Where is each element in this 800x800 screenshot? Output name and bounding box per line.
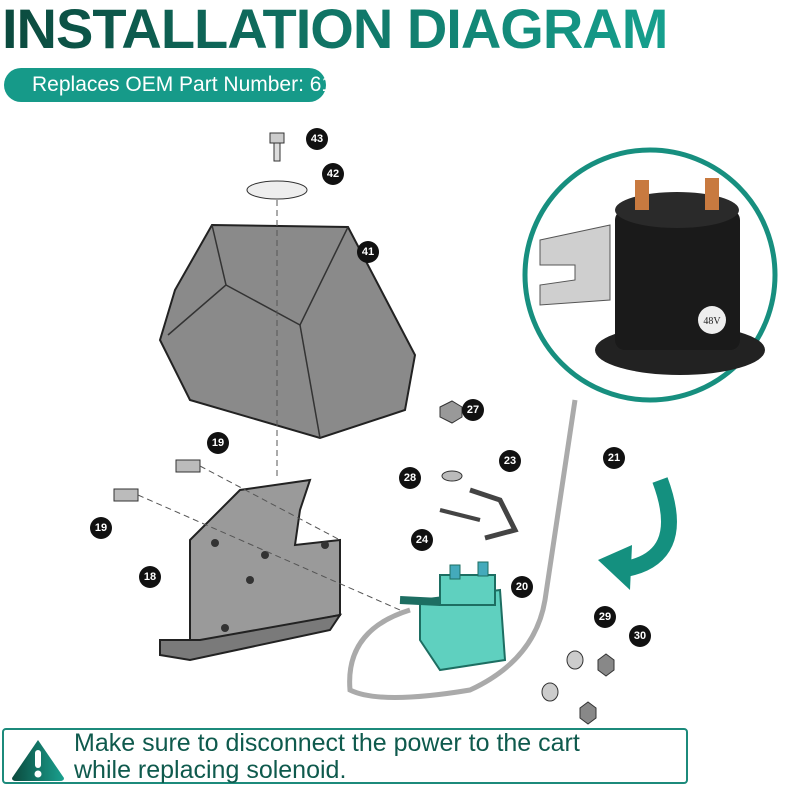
svg-text:21: 21 xyxy=(608,452,620,464)
bolt-19-lower xyxy=(113,488,139,502)
warning-line-1: Make sure to disconnect the power to the… xyxy=(74,729,580,757)
voltage-label: 48V xyxy=(703,316,721,327)
callout-21: 21 xyxy=(603,447,625,469)
washer-42 xyxy=(246,180,308,200)
warning-triangle-icon xyxy=(12,740,64,781)
jumper-wire-23 xyxy=(469,487,519,541)
oem-part-badge: Replaces OEM Part Number: 612711 xyxy=(4,68,378,102)
callout-41: 41 xyxy=(357,241,379,263)
warning-line-2: while replacing solenoid. xyxy=(74,756,347,784)
svg-text:29: 29 xyxy=(599,611,611,623)
solenoid-inset: 48V xyxy=(522,147,778,403)
svg-text:42: 42 xyxy=(327,168,339,180)
direction-arrow xyxy=(618,477,677,578)
terminal-24 xyxy=(439,508,481,522)
warning-text: Make sure to disconnect the power to the… xyxy=(74,730,580,784)
callout-19a: 19 xyxy=(207,432,229,454)
callout-20: 20 xyxy=(511,576,533,598)
bolt-19-upper xyxy=(175,459,201,473)
svg-text:19: 19 xyxy=(95,522,107,534)
svg-text:23: 23 xyxy=(504,455,516,467)
svg-text:28: 28 xyxy=(404,472,416,484)
screw-43 xyxy=(269,132,285,144)
page-title: INSTALLATION DIAGRAM xyxy=(2,0,668,61)
svg-text:18: 18 xyxy=(144,571,156,583)
callout-28: 28 xyxy=(399,467,421,489)
cable-21 xyxy=(347,399,578,700)
callout-23: 23 xyxy=(499,450,521,472)
svg-text:24: 24 xyxy=(416,534,429,546)
warning-box xyxy=(2,728,688,784)
svg-text:20: 20 xyxy=(516,581,528,593)
svg-text:27: 27 xyxy=(467,404,479,416)
callout-42: 42 xyxy=(322,163,344,185)
callout-27: 27 xyxy=(462,399,484,421)
svg-text:19: 19 xyxy=(212,437,224,449)
callout-19b: 19 xyxy=(90,517,112,539)
bracket-part-18 xyxy=(159,478,343,662)
svg-text:43: 43 xyxy=(311,133,323,145)
callout-24: 24 xyxy=(411,529,433,551)
callout-43: 43 xyxy=(306,128,328,150)
callout-29: 29 xyxy=(594,606,616,628)
svg-text:30: 30 xyxy=(634,630,646,642)
svg-text:41: 41 xyxy=(362,246,374,258)
nut-27 xyxy=(439,400,463,424)
cover-part-41 xyxy=(158,223,417,440)
washer-28 xyxy=(441,470,463,482)
callout-30: 30 xyxy=(629,625,651,647)
solenoid-part-20 xyxy=(399,561,507,672)
callout-18: 18 xyxy=(139,566,161,588)
